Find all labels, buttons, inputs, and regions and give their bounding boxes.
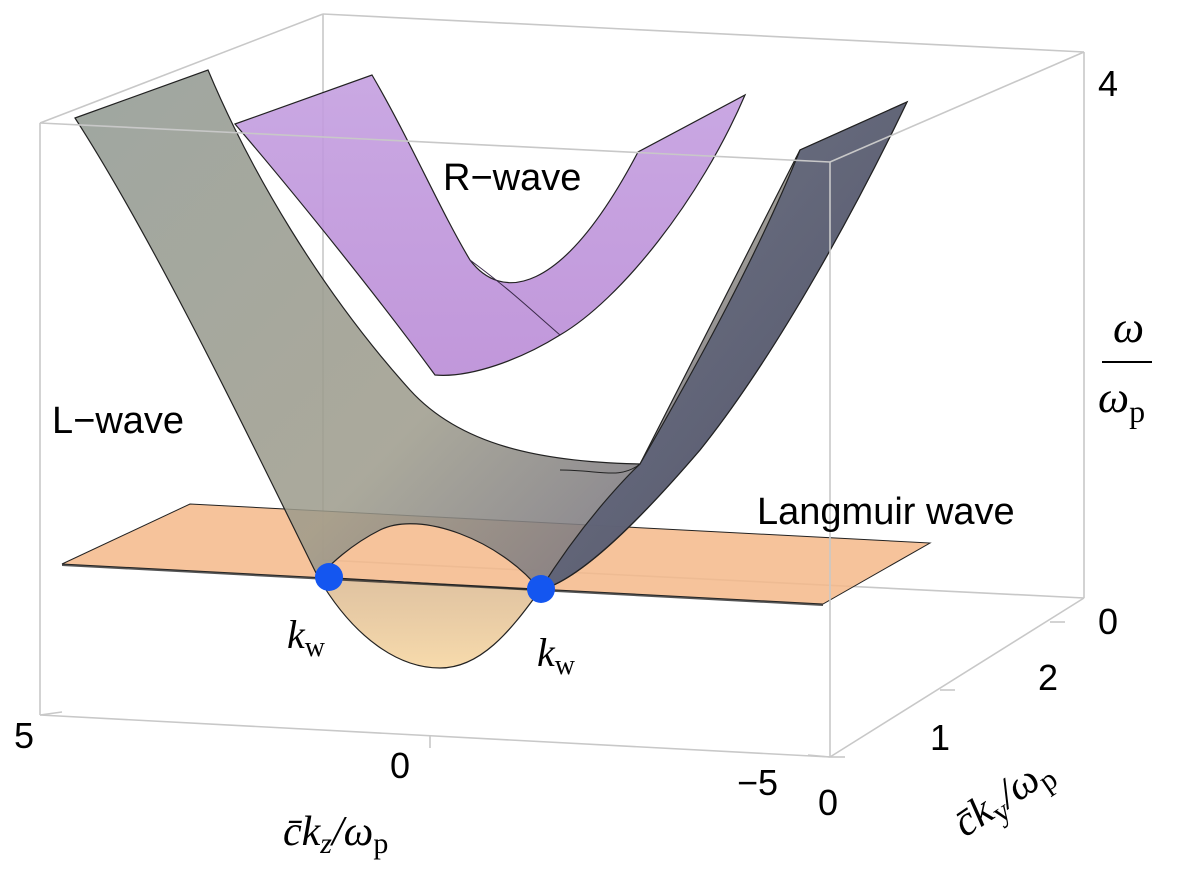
y-tick-label: 0 xyxy=(818,782,838,823)
box-edge xyxy=(39,122,831,163)
x-tick-label: 0 xyxy=(390,745,410,786)
box-edge xyxy=(39,13,324,124)
y-tick-label: 2 xyxy=(1038,657,1058,698)
y-axis-label: c̄ky/ωp xyxy=(945,747,1064,850)
tick-marks xyxy=(39,621,1065,758)
r-wave-surface xyxy=(233,74,747,376)
z-tick-label: 4 xyxy=(1098,63,1118,104)
intersection-point xyxy=(527,575,555,603)
series-label-langmuir-wave: Langmuir wave xyxy=(757,491,1015,533)
x-axis-label: c̄kz/ωp xyxy=(283,809,388,860)
z-axis-label-denominator: ωp xyxy=(1098,373,1145,429)
tick-mark xyxy=(39,711,63,716)
z-axis-label-numerator: ω xyxy=(1113,303,1144,352)
l-wave-bowl xyxy=(316,576,542,669)
box-front-edges xyxy=(39,51,1085,758)
y-tick-label: 1 xyxy=(930,717,950,758)
tick-mark xyxy=(807,754,831,758)
box-edge xyxy=(39,714,831,758)
series-label-l-wave: L−wave xyxy=(52,400,184,442)
box-edge xyxy=(322,13,1085,53)
z-tick-label: 0 xyxy=(1098,601,1118,642)
series-label-r-wave: R−wave xyxy=(443,157,581,199)
intersection-point xyxy=(315,563,343,591)
box-edge xyxy=(829,597,1085,758)
langmuir-front-edge xyxy=(62,564,823,606)
r-wave-inner-edge xyxy=(469,259,561,336)
box-edge xyxy=(829,51,1085,163)
point-label-kw-right: kw xyxy=(537,630,576,681)
x-tick-label: −5 xyxy=(737,762,778,803)
x-tick-label: 5 xyxy=(14,715,34,756)
point-label-kw-left: kw xyxy=(287,612,326,663)
l-wave-inner-edge xyxy=(559,463,641,474)
